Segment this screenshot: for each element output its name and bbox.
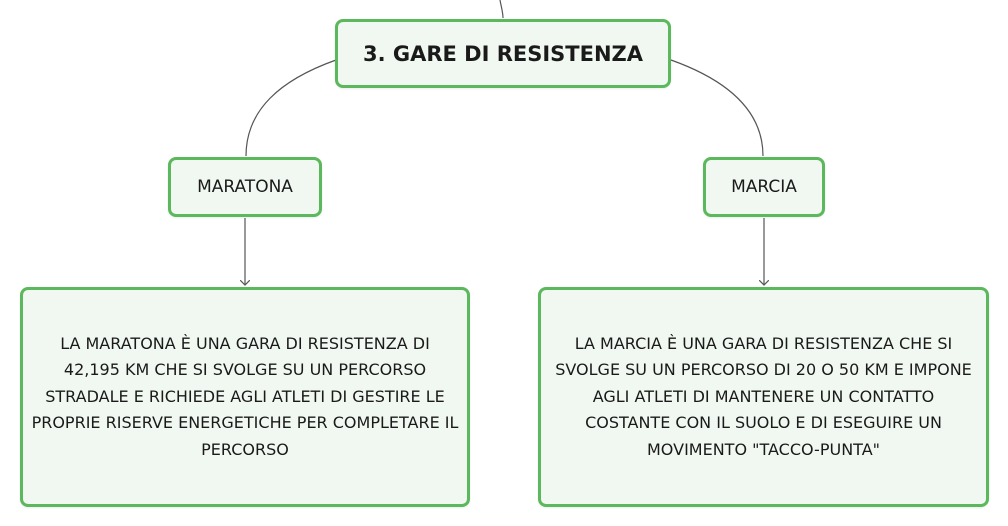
description-node-maratona[interactable]: LA MARATONA È UNA GARA DI RESISTENZA DI … (20, 287, 470, 507)
connector-root-maratona (245, 59, 337, 157)
branch-node-marcia[interactable]: MARCIA (703, 157, 825, 217)
root-node[interactable]: 3. GARE DI RESISTENZA (335, 19, 671, 88)
description-node-marcia[interactable]: LA MARCIA È UNA GARA DI RESISTENZA CHE S… (538, 287, 989, 507)
branch-node-maratona[interactable]: MARATONA (168, 157, 322, 217)
root-node-label: 3. GARE DI RESISTENZA (362, 41, 644, 66)
branch-node-label: MARCIA (731, 177, 797, 197)
description-text: LA MARATONA È UNA GARA DI RESISTENZA DI … (31, 333, 459, 459)
connector-incoming (499, 0, 504, 19)
connector-root-marcia (670, 59, 764, 157)
description-text: LA MARCIA È UNA GARA DI RESISTENZA CHE S… (555, 333, 972, 459)
branch-node-label: MARATONA (197, 177, 293, 197)
